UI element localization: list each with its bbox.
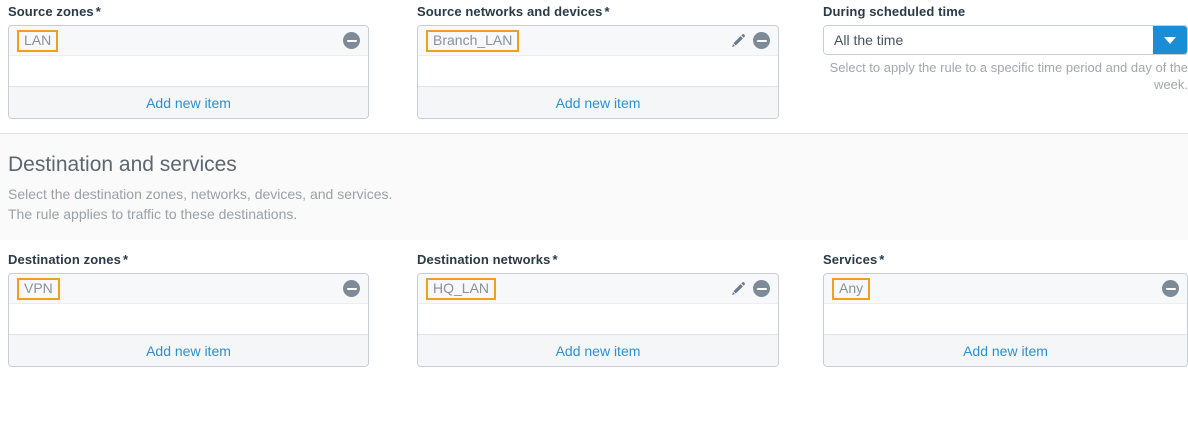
field-source-zones: Source zones* LAN Add new item <box>0 4 369 119</box>
destination-fields-row: Destination zones* VPN Add new item Dest… <box>0 240 1188 367</box>
item-actions <box>730 26 770 55</box>
add-new-item-label: Add new item <box>963 342 1048 359</box>
picker-empty-area <box>9 304 368 335</box>
destination-section-header: Destination and services Select the dest… <box>0 133 1188 240</box>
list-item[interactable]: VPN <box>9 274 368 304</box>
item-chip: HQ_LAN <box>426 277 497 300</box>
field-services: Services* Any Add new item <box>823 252 1188 367</box>
source-fields-row: Source zones* LAN Add new item Source ne… <box>0 0 1188 119</box>
source-networks-picker[interactable]: Branch_LAN Add new it <box>417 25 779 119</box>
remove-icon[interactable] <box>1162 280 1179 297</box>
item-actions <box>343 26 360 55</box>
add-new-item-label: Add new item <box>555 342 641 359</box>
section-description-line-1: Select the destination zones, networks, … <box>8 186 393 202</box>
add-new-item-button[interactable]: Add new item <box>418 87 778 118</box>
item-chip: VPN <box>17 277 60 300</box>
add-new-item-label: Add new item <box>146 342 231 359</box>
list-item[interactable]: Branch_LAN <box>418 26 778 56</box>
destination-zones-picker[interactable]: VPN Add new item <box>8 273 369 367</box>
section-title: Destination and services <box>8 153 237 176</box>
item-actions <box>343 274 360 303</box>
label-text: Source networks and devices <box>417 4 603 19</box>
field-destination-zones: Destination zones* VPN Add new item <box>0 252 369 367</box>
label-text: Services <box>823 252 878 267</box>
section-gap <box>0 119 1188 133</box>
picker-empty-area <box>824 304 1187 335</box>
picker-empty-area <box>418 56 778 87</box>
item-actions <box>1162 274 1179 303</box>
field-scheduled-time: During scheduled time All the time Selec… <box>823 4 1188 119</box>
add-new-item-button[interactable]: Add new item <box>824 335 1187 366</box>
destination-networks-picker[interactable]: HQ_LAN Add new item <box>417 273 779 367</box>
column-spacer <box>369 4 417 119</box>
label-text: Source zones <box>8 4 94 19</box>
item-chip: Any <box>832 277 871 300</box>
list-item[interactable]: Any <box>824 274 1187 304</box>
field-source-networks: Source networks and devices* Branch_LAN <box>417 4 779 119</box>
required-asterisk: * <box>552 252 558 267</box>
item-chip: Branch_LAN <box>426 29 520 52</box>
column-spacer <box>779 4 823 119</box>
required-asterisk: * <box>95 4 101 19</box>
scheduled-time-label: During scheduled time <box>823 4 1188 20</box>
services-picker[interactable]: Any Add new item <box>823 273 1188 367</box>
edit-icon[interactable] <box>730 281 746 297</box>
field-destination-networks: Destination networks* HQ_LAN <box>417 252 779 367</box>
destination-zones-label: Destination zones* <box>8 252 369 268</box>
picker-empty-area <box>9 56 368 87</box>
item-actions <box>730 274 770 303</box>
picker-empty-area <box>418 304 778 335</box>
section-description-line-2: The rule applies to traffic to these des… <box>8 206 298 222</box>
source-zones-label: Source zones* <box>8 4 369 20</box>
chevron-down-icon[interactable] <box>1153 26 1187 54</box>
scheduled-time-helper-text: Select to apply the rule to a specific t… <box>829 60 1188 92</box>
edit-icon[interactable] <box>730 33 746 49</box>
column-spacer <box>369 252 417 367</box>
list-item[interactable]: HQ_LAN <box>418 274 778 304</box>
add-new-item-label: Add new item <box>555 94 641 111</box>
label-text: Destination networks <box>417 252 551 267</box>
item-chip: LAN <box>17 29 59 52</box>
remove-icon[interactable] <box>753 32 770 49</box>
add-new-item-button[interactable]: Add new item <box>418 335 778 366</box>
remove-icon[interactable] <box>343 32 360 49</box>
add-new-item-button[interactable]: Add new item <box>9 87 368 118</box>
required-asterisk: * <box>604 4 610 19</box>
source-networks-label: Source networks and devices* <box>417 4 779 20</box>
add-new-item-label: Add new item <box>146 94 231 111</box>
destination-networks-label: Destination networks* <box>417 252 779 268</box>
source-zones-picker[interactable]: LAN Add new item <box>8 25 369 119</box>
required-asterisk: * <box>879 252 885 267</box>
remove-icon[interactable] <box>343 280 360 297</box>
remove-icon[interactable] <box>753 280 770 297</box>
services-label: Services* <box>823 252 1188 268</box>
scheduled-time-select[interactable]: All the time <box>823 25 1188 55</box>
label-text: Destination zones <box>8 252 121 267</box>
scheduled-time-selected-value[interactable]: All the time <box>824 26 1153 54</box>
list-item[interactable]: LAN <box>9 26 368 56</box>
caret-shape <box>1164 36 1176 44</box>
add-new-item-button[interactable]: Add new item <box>9 335 368 366</box>
label-text: During scheduled time <box>823 4 966 19</box>
required-asterisk: * <box>122 252 129 267</box>
column-spacer <box>779 252 823 367</box>
